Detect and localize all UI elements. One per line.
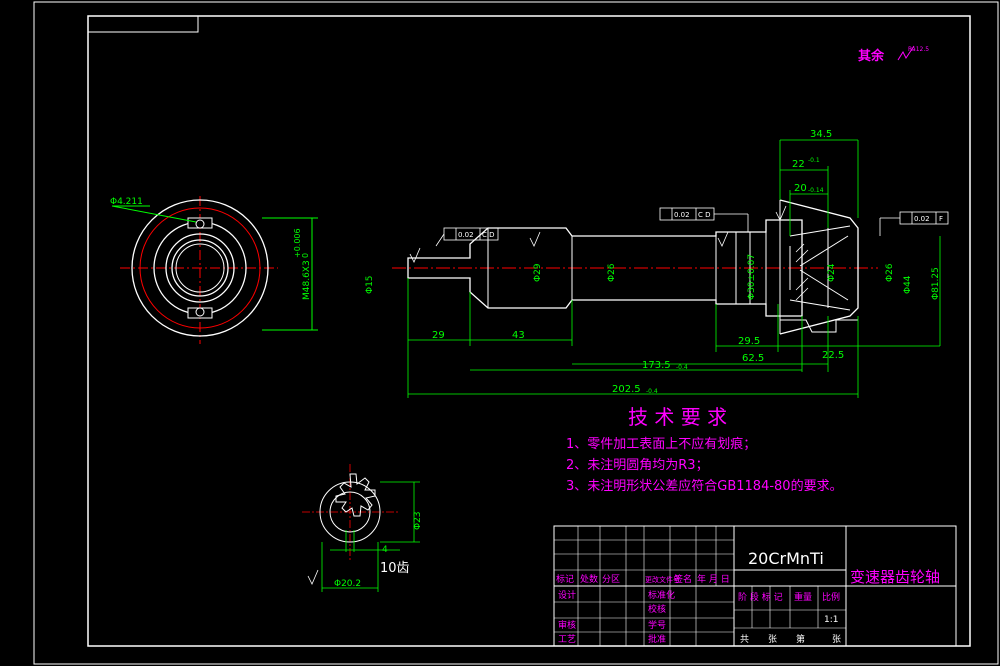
title-block <box>553 525 957 647</box>
spline-outer: Φ20.2 <box>334 579 361 589</box>
dim-d4211: Φ4.211 <box>110 197 143 207</box>
roughness-note: 其余 Ra12.5 <box>858 45 929 64</box>
tb-mid-standard: 标准化 <box>648 589 675 601</box>
gdt-frame-left: 0.02 C D <box>435 227 499 247</box>
inner-border <box>87 15 971 647</box>
dim-22: 22 <box>792 159 805 170</box>
tb-mid-student: 学号 <box>648 619 666 631</box>
tb-scale: 1:1 <box>824 615 838 625</box>
tb-weight: 重量 <box>794 591 812 603</box>
gdt-frame-right: 0.02 F <box>879 211 949 236</box>
shaft-main-view <box>392 199 878 335</box>
gdt-frame-mid: 0.02 C D <box>659 207 749 232</box>
material: 20CrMnTi <box>748 549 824 568</box>
gdt-left-value: 0.02 <box>458 231 474 239</box>
roughness-value: Ra12.5 <box>908 46 929 53</box>
dim-tol-low: 0 <box>301 253 310 258</box>
tb-scale-label: 比例 <box>822 591 840 603</box>
spline-teeth <box>335 473 376 517</box>
dim-tol-up: +0.006 <box>293 228 302 258</box>
dim-225: 22.5 <box>822 350 844 361</box>
dim-29: 29 <box>432 330 445 341</box>
spline-width: 4 <box>382 545 388 555</box>
tb-header-2: 分区 <box>602 574 620 585</box>
tb-row-process: 工艺 <box>558 634 576 645</box>
dim-2025: 202.5 <box>612 384 641 395</box>
technical-requirements: 技 术 要 求 1、零件加工表面上不应有划痕； 2、未注明圆角均为R3； 3、未… <box>566 405 843 494</box>
requirement-1: 1、零件加工表面上不应有划痕； <box>566 436 756 452</box>
tb-row-review: 审核 <box>558 619 576 631</box>
tb-sheet-1: 张 <box>768 634 777 645</box>
tb-header-5: 年 月 日 <box>697 573 730 585</box>
dimension-labels: 29 43 29.5 62.5 22.5 173.5 -0.4 202.5 -0… <box>365 129 941 395</box>
dim-20-tol: -0.14 <box>808 187 824 194</box>
dim-d26: Φ26 <box>607 263 617 282</box>
requirements-title: 技 术 要 求 <box>628 405 727 429</box>
spline-d23: Φ23 <box>413 511 423 530</box>
tb-header-4: 签名 <box>674 573 692 585</box>
end-view: Φ4.211 M48.6X3 +0.006 0 <box>110 196 318 344</box>
part-name: 变速器齿轮轴 <box>850 568 940 586</box>
roughness-label: 其余 <box>858 48 885 64</box>
shaft-dimensions <box>407 139 941 398</box>
dim-1735-tol: -0.4 <box>676 364 688 371</box>
dim-d81: Φ81.25 <box>931 267 941 300</box>
gdt-right-value: 0.02 <box>914 215 930 223</box>
tb-header-0: 标记 <box>556 573 574 585</box>
dim-295: 29.5 <box>738 336 760 347</box>
roughness-symbols <box>307 205 787 585</box>
dim-m48: M48.6X3 <box>302 260 312 300</box>
tb-mid-check: 校核 <box>648 603 666 615</box>
tb-mid-approve: 批准 <box>648 633 666 645</box>
spline-teeth-count: 10齿 <box>380 561 410 576</box>
dim-2025-tol: -0.4 <box>646 388 658 395</box>
dim-1735: 173.5 <box>642 360 671 371</box>
dim-22-tol: -0.1 <box>808 157 820 164</box>
requirement-2: 2、未注明圆角均为R3； <box>566 458 709 473</box>
corner-box <box>87 15 199 33</box>
dim-625: 62.5 <box>742 353 764 364</box>
tb-header-3: 更改文件号 <box>645 575 680 584</box>
outer-border <box>33 1 999 665</box>
dim-345: 34.5 <box>810 129 832 140</box>
gdt-left-ref: C D <box>482 231 495 239</box>
dim-d30: Φ30±0.07 <box>747 254 757 300</box>
dim-d15: Φ15 <box>365 275 375 294</box>
tb-stage: 阶 段 标 记 <box>738 591 783 603</box>
dim-d29: Φ29 <box>533 263 543 282</box>
requirement-3: 3、未注明形状公差应符合GB1184-80的要求。 <box>566 478 843 494</box>
tb-sheet-0: 共 <box>740 634 749 645</box>
dim-d44: Φ44 <box>903 275 913 294</box>
gdt-mid-ref: C D <box>698 211 711 219</box>
tb-sheet-2: 第 <box>796 633 805 645</box>
gdt-mid-value: 0.02 <box>674 211 690 219</box>
spline-section: Φ23 Φ20.2 4 10齿 <box>302 464 423 592</box>
title-block-text: 20CrMnTi 变速器齿轮轴 标记 处数 分区 更改文件号 签名 年 月 日 … <box>556 549 940 645</box>
dim-43: 43 <box>512 330 525 341</box>
dim-d24: Φ24 <box>827 263 837 282</box>
dim-d26b: Φ26 <box>885 263 895 282</box>
dim-20: 20 <box>794 183 807 194</box>
gdt-right-ref: F <box>939 215 943 223</box>
tb-row-design: 设计 <box>558 589 576 601</box>
tb-sheet-3: 张 <box>832 634 841 645</box>
tb-header-1: 处数 <box>580 573 598 585</box>
